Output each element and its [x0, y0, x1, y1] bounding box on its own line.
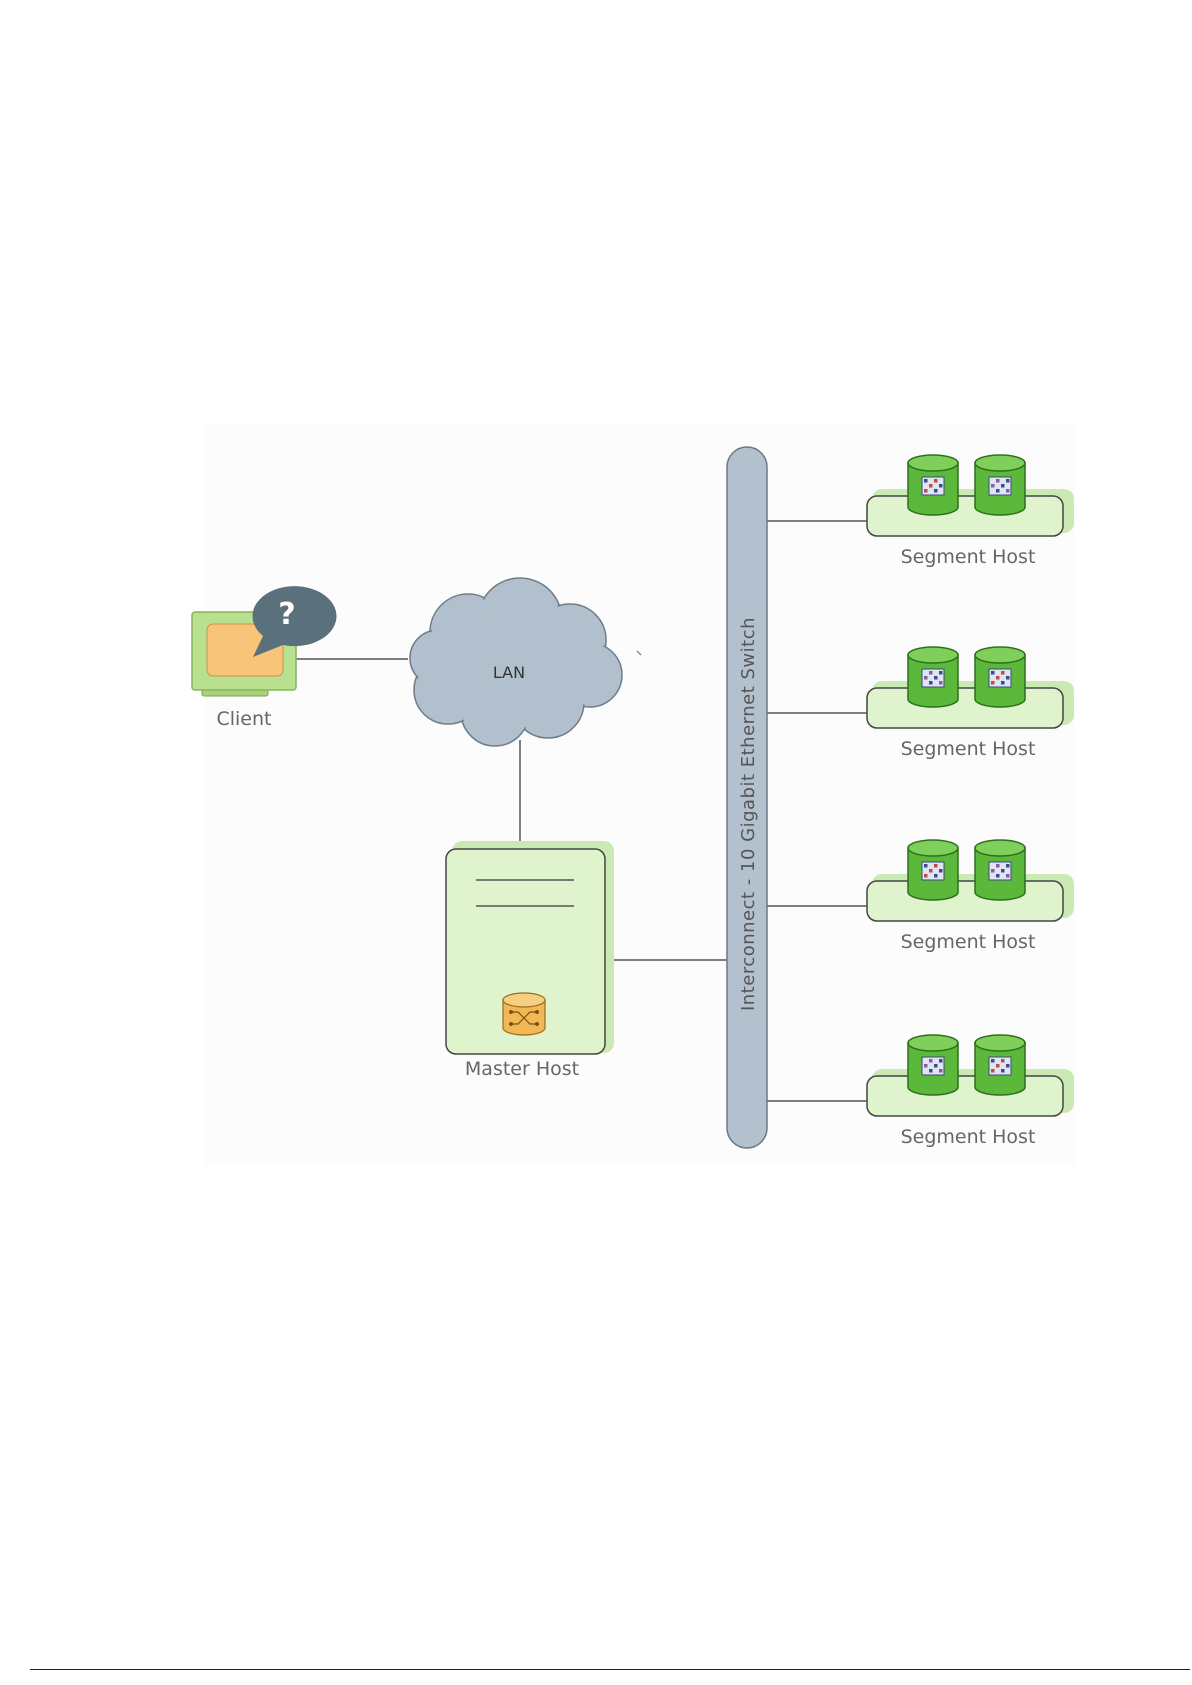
segment-host: Segment Host — [866, 454, 1074, 568]
interconnect-switch: Interconnect - 10 Gigabit Ethernet Switc… — [726, 446, 768, 1149]
client-bubble-question: ? — [278, 597, 295, 632]
segment-host: Segment Host — [866, 839, 1074, 953]
segment-disk-icon — [907, 646, 959, 708]
segment-host-tray — [866, 1075, 1064, 1117]
segment-disk-icon — [907, 839, 959, 901]
segment-disk-icon — [907, 454, 959, 516]
segment-disk-icon — [974, 646, 1026, 708]
lan-label: LAN — [493, 663, 525, 682]
segment-host-label: Segment Host — [901, 1126, 1036, 1148]
segment-host-tray — [866, 880, 1064, 922]
segment-host-tray — [866, 687, 1064, 729]
client-bubble-icon — [252, 586, 337, 657]
connectors — [296, 520, 867, 1102]
switch-label: Interconnect - 10 Gigabit Ethernet Switc… — [738, 617, 759, 1011]
segment-disk-icon — [974, 839, 1026, 901]
segment-host-label: Segment Host — [901, 931, 1036, 953]
segment-disk-icon — [974, 454, 1026, 516]
segment-disk-icon — [907, 1034, 959, 1096]
stray-mark — [636, 650, 642, 656]
segment-host-tray — [866, 495, 1064, 537]
segment-host-label: Segment Host — [901, 546, 1036, 568]
lan-cloud: LAN — [409, 577, 623, 747]
master-host-box — [445, 848, 606, 1055]
segment-host: Segment Host — [866, 646, 1074, 760]
client-label: Client — [216, 708, 271, 730]
master-database-icon — [502, 992, 546, 1036]
segment-disk-icon — [974, 1034, 1026, 1096]
page-bottom-rule — [30, 1669, 1190, 1670]
client-node: ? Client — [191, 586, 337, 730]
master-host: Master Host — [445, 841, 614, 1080]
segment-host-label: Segment Host — [901, 738, 1036, 760]
segment-host: Segment Host — [866, 1034, 1074, 1148]
master-host-label: Master Host — [465, 1058, 579, 1080]
switch-bar — [726, 446, 768, 1149]
